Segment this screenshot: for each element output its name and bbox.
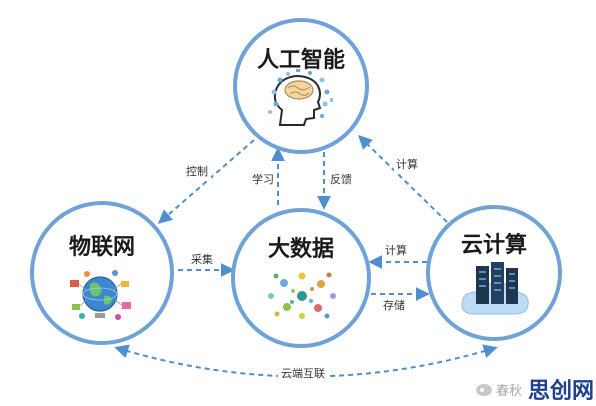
watermark-logo-text: 思创网 (528, 379, 594, 404)
edge-label-cloud-interconnect: 云端互联 (281, 367, 325, 380)
iot-globe-icon (70, 270, 131, 320)
edge-label-collect: 采集 (191, 252, 213, 266)
node-iot-circle (30, 201, 174, 345)
edge-control-arrow (157, 139, 255, 224)
edge-labels-layer: 控制 学习 反馈 计算 采集 计算 存储 云端互联 (183, 157, 422, 381)
cloud-server-icon (461, 262, 529, 315)
edge-label-storage: 存储 (383, 298, 405, 312)
watermark-sub-text: 春秋 (496, 384, 522, 399)
edge-compute-ai-arrow (357, 135, 448, 223)
watermark: 春秋 思创网 (476, 379, 594, 404)
node-bigdata: 大数据 (231, 208, 371, 348)
node-cloud-title: 云计算 (461, 232, 527, 258)
weibo-icon (476, 384, 492, 396)
node-iot-title: 物联网 (69, 234, 135, 260)
node-iot: 物联网 (30, 201, 174, 345)
edge-label-control: 控制 (186, 164, 208, 178)
node-ai-title: 人工智能 (257, 47, 345, 73)
edge-label-learn: 学习 (252, 172, 274, 186)
bigdata-dots-icon (268, 272, 336, 319)
node-bigdata-title: 大数据 (268, 236, 334, 262)
edge-label-compute-bigdata: 计算 (385, 243, 407, 257)
node-ai: 人工智能 (233, 18, 369, 154)
edge-label-compute-ai: 计算 (396, 157, 418, 171)
node-cloud: 云计算 (426, 205, 562, 341)
edge-label-feedback: 反馈 (330, 173, 352, 186)
ai-brain-icon (268, 69, 333, 126)
